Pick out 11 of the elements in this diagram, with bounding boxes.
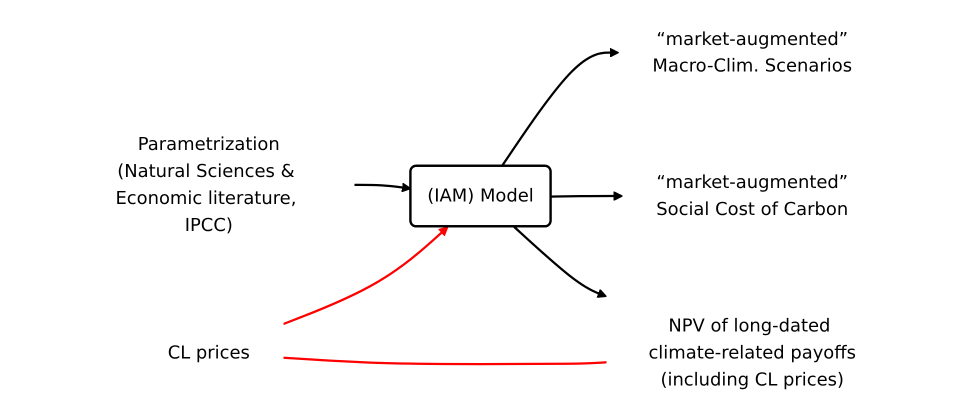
connector xyxy=(283,356,607,366)
node-text: “market-augmented” Social Cost of Carbon xyxy=(656,171,848,220)
arrow xyxy=(551,191,624,201)
node-text: CL prices xyxy=(168,342,250,363)
node-text: “market-augmented” Macro-Clim. Scenarios xyxy=(652,28,852,76)
node-text: NPV of long-dated climate-related payoffs (including CL prices) xyxy=(648,314,856,390)
arrow xyxy=(513,226,608,298)
node-text: Parametrization (Natural Sciences & Economic literature, IPCC) xyxy=(115,133,296,236)
arrow xyxy=(283,226,448,326)
arrow xyxy=(500,48,620,167)
arrow xyxy=(354,182,412,192)
